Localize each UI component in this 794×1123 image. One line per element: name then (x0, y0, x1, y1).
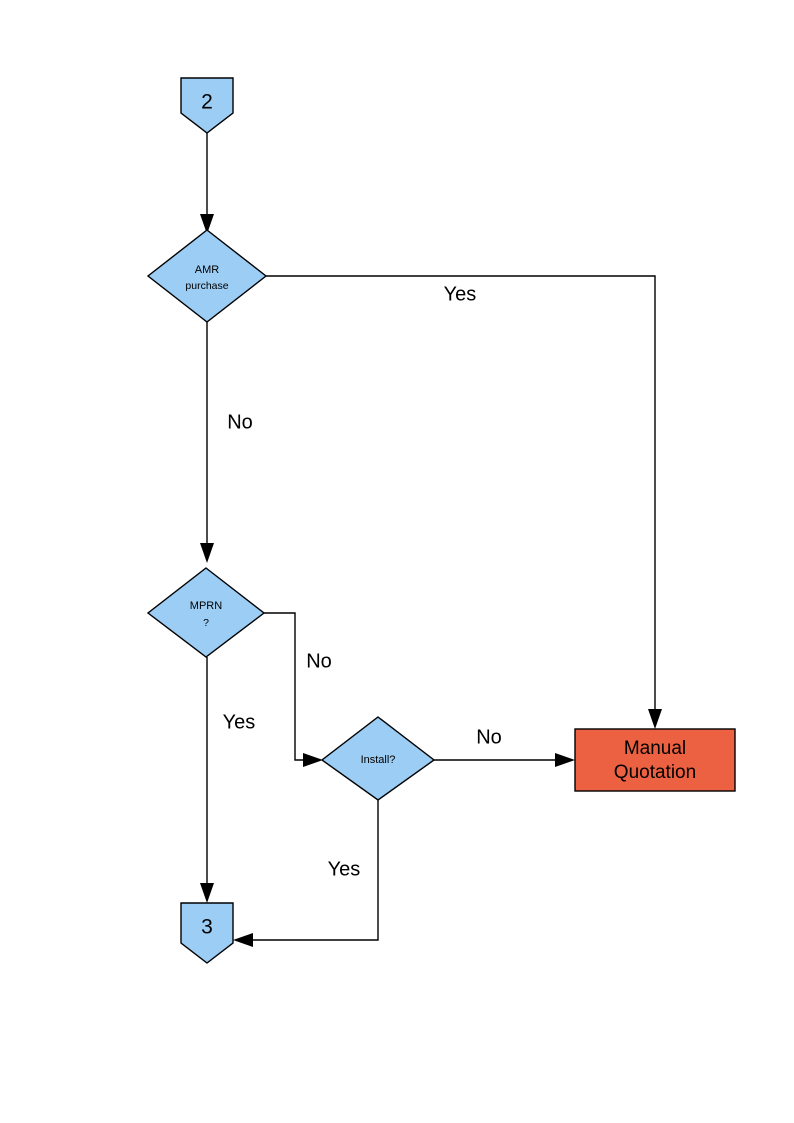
edge-amr-yes-line (266, 275, 656, 714)
edge-label-mprn-no: No (306, 650, 332, 672)
node-end-3-shape[interactable] (180, 902, 234, 964)
edge-label-install-no: No (476, 726, 502, 748)
node-install[interactable]: Install? (320, 716, 436, 801)
node-start-2[interactable]: 2 (180, 77, 234, 134)
edge-mprn-no: No (264, 612, 332, 767)
node-end-3[interactable]: 3 (180, 902, 234, 964)
node-mprn[interactable]: MPRN ? (146, 567, 266, 658)
edge-mprn-yes: Yes (200, 657, 255, 903)
node-start-2-shape[interactable] (180, 77, 234, 134)
edge-label-mprn-yes: Yes (223, 711, 256, 733)
edge-mprn-no-arrowhead (303, 753, 323, 767)
node-manual-quotation-shape[interactable] (574, 728, 736, 792)
edge-start-to-amr (200, 133, 214, 234)
edge-install-yes-line (248, 800, 379, 941)
node-amr-purchase-shape[interactable] (146, 229, 268, 323)
edge-install-no: No (434, 726, 575, 767)
edge-install-yes-arrowhead (233, 933, 253, 947)
edge-amr-no-arrowhead (200, 543, 214, 563)
edge-install-no-arrowhead (555, 753, 575, 767)
edge-install-yes: Yes (233, 800, 379, 947)
edge-mprn-yes-arrowhead (200, 883, 214, 903)
node-mprn-shape[interactable] (146, 567, 266, 658)
edge-label-amr-no: No (227, 411, 253, 433)
node-amr-purchase[interactable]: AMR purchase (146, 229, 268, 323)
edge-amr-yes-arrowhead (648, 709, 662, 729)
edge-amr-no: No (200, 322, 253, 563)
edge-start-to-amr-arrowhead (200, 214, 214, 234)
node-install-shape[interactable] (320, 716, 436, 801)
edge-label-amr-yes: Yes (444, 283, 477, 305)
edge-label-install-yes: Yes (328, 858, 361, 880)
edge-amr-yes: Yes (266, 275, 662, 729)
edge-mprn-no-line (264, 612, 310, 761)
node-manual-quotation[interactable]: Manual Quotation (574, 728, 736, 792)
